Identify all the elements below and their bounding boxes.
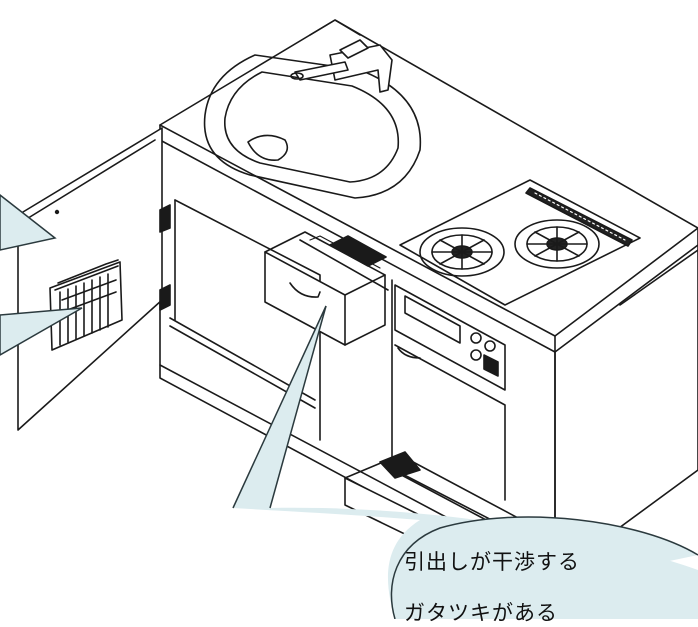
callout-line-1: 引出しが干渉する [404, 550, 580, 574]
drawer-handle-icon [289, 282, 321, 298]
callout-bubble [232, 305, 698, 619]
callout-line-2: ガタツキがある [404, 601, 558, 625]
gas-burner-icon [514, 219, 600, 269]
upper-drawer [264, 231, 387, 346]
countertop [159, 19, 698, 353]
stove-top [399, 179, 641, 306]
callout-pointer-left-lower [0, 307, 83, 356]
faucet-icon [290, 39, 393, 93]
gas-burner-icon [419, 227, 505, 277]
sink-basin-icon [203, 54, 422, 199]
lower-right-cabinet [391, 279, 506, 531]
callout-pointer-left-upper [0, 194, 57, 251]
